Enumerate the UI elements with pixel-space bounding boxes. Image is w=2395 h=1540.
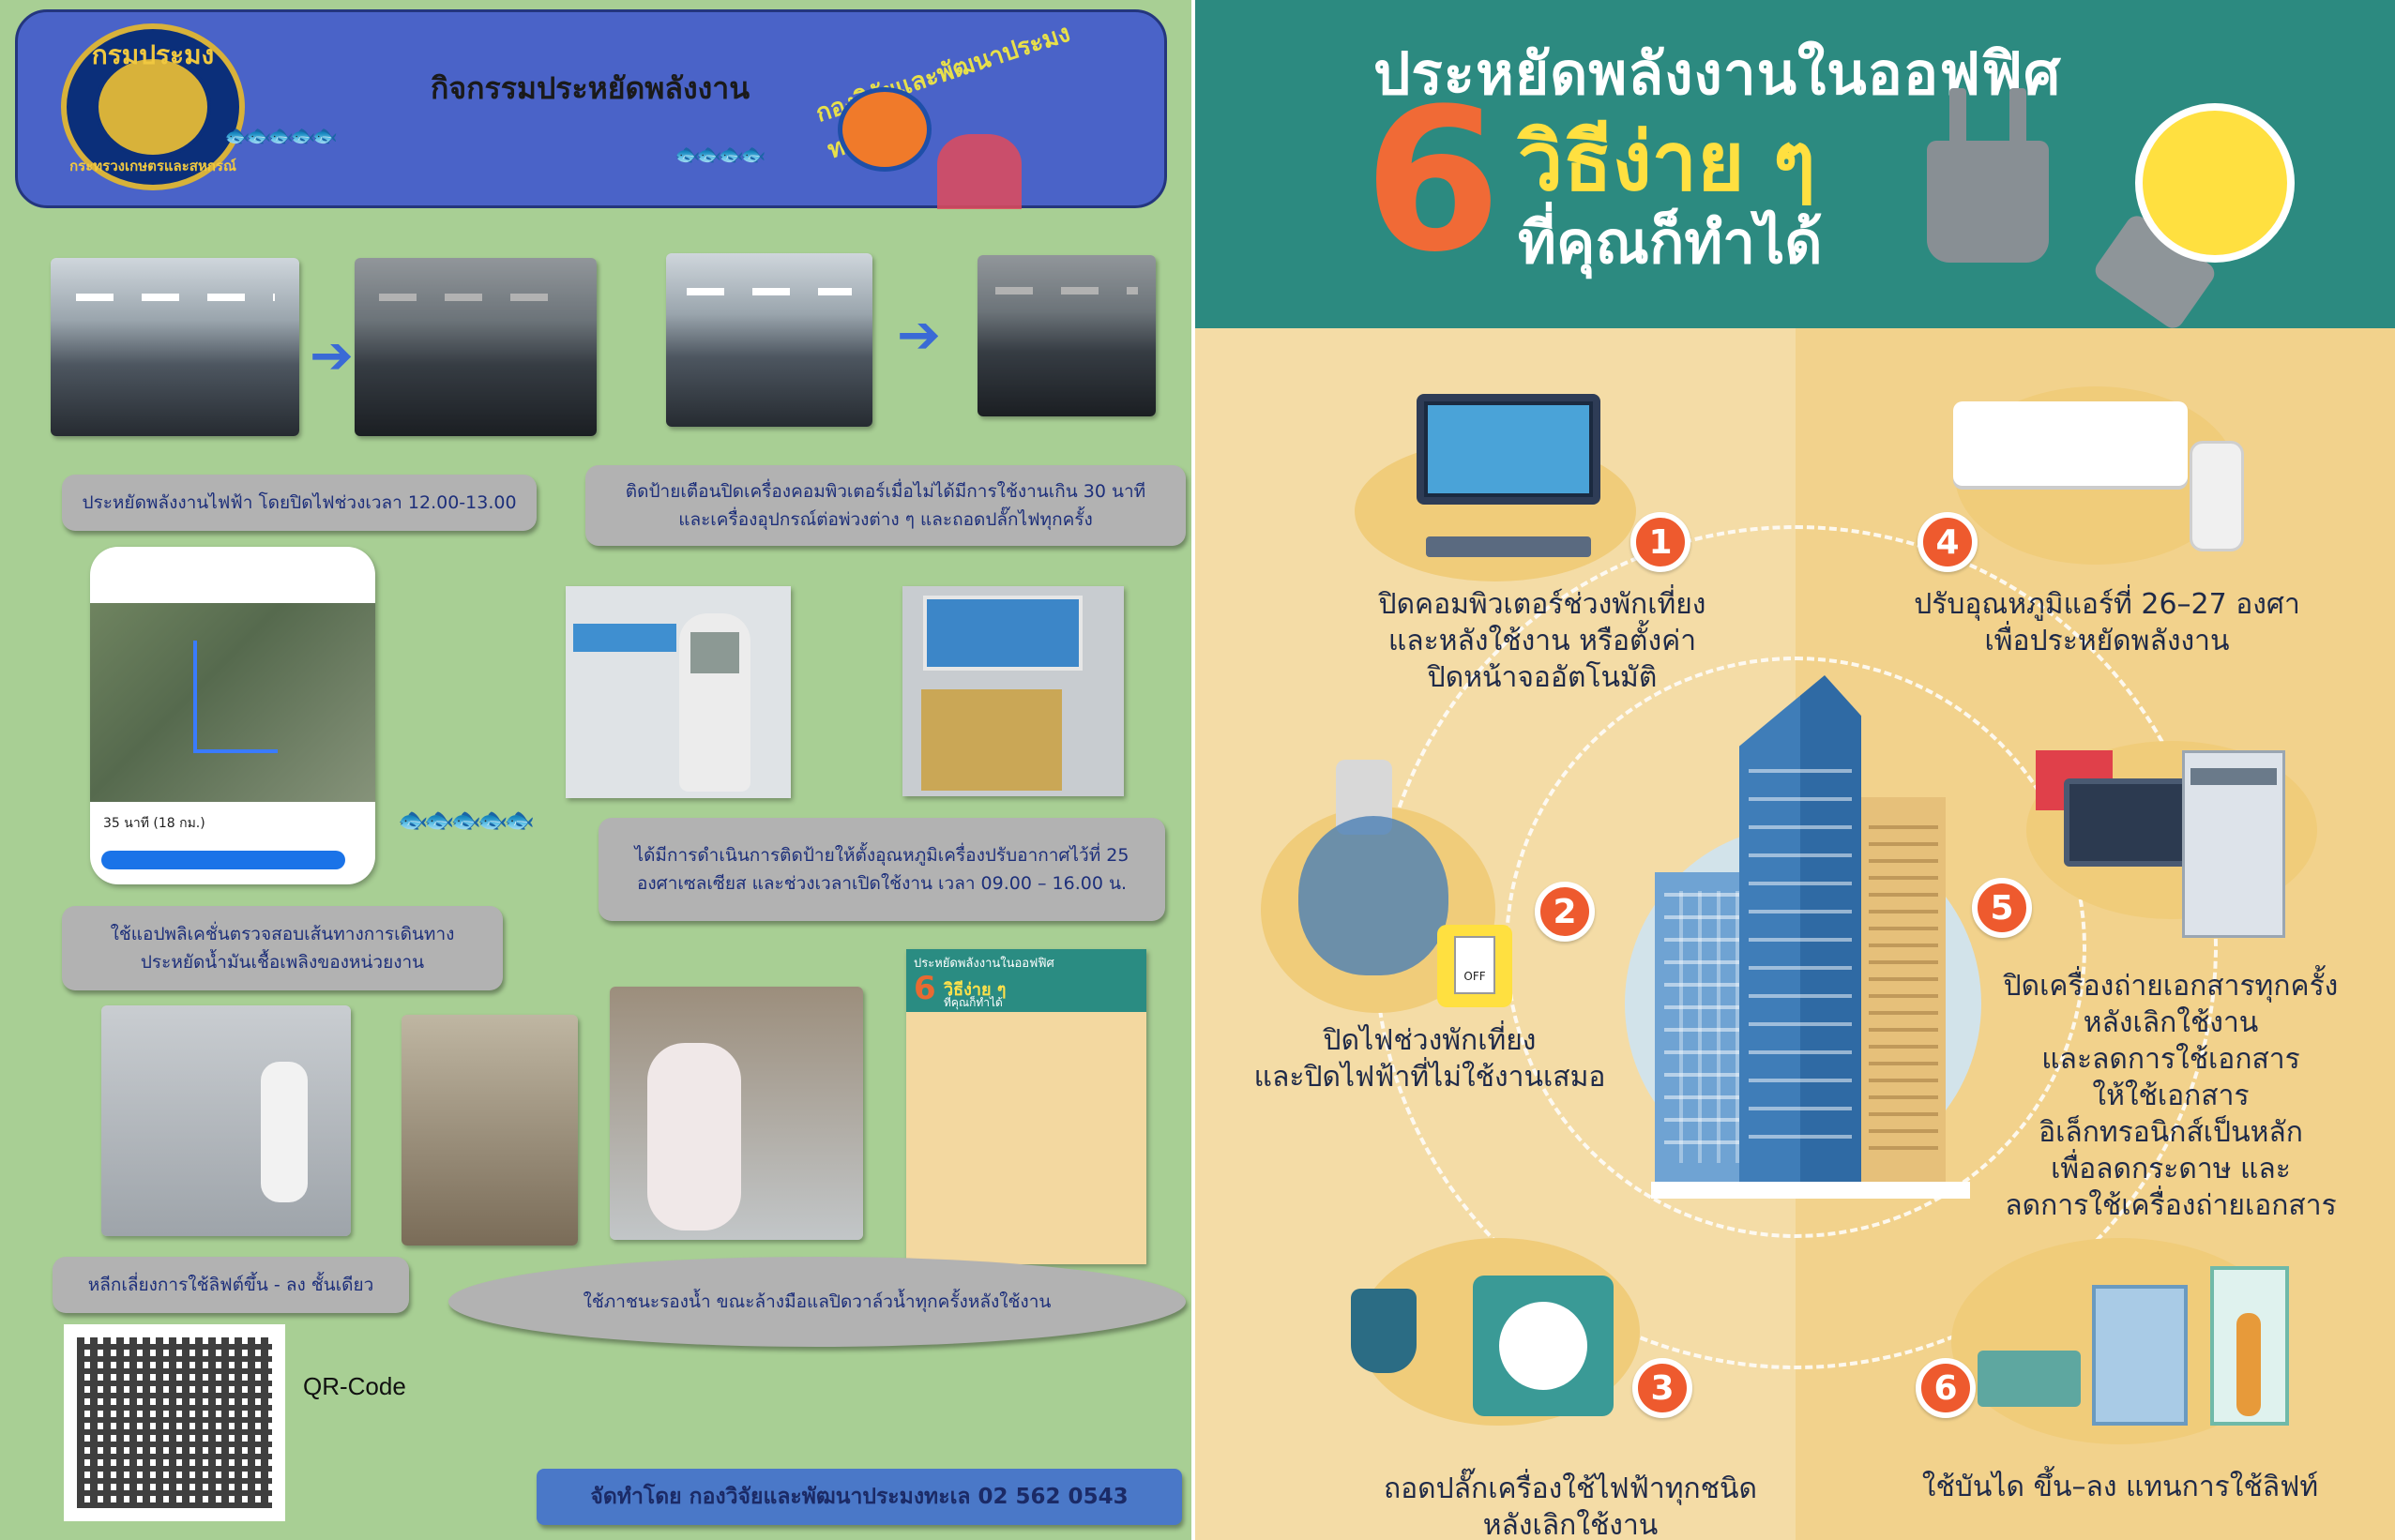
infographic-subtitle-2: ที่คุณก็ทำได้	[1518, 208, 1823, 277]
temperature-sign	[573, 624, 676, 652]
skyscraper-windows	[1749, 769, 1852, 1163]
coral-icon	[937, 134, 1022, 209]
mini-poster-subtitle-2: ที่คุณก็ทำได้	[944, 996, 1003, 1009]
tip-1-number: 1	[1630, 512, 1690, 572]
ac-remote-icon	[2190, 441, 2244, 551]
reception-desk-icon	[1978, 1351, 2081, 1407]
mini-infographic-poster: ประหยัดพลังงานในออฟฟิศ 6 วิธีง่าย ๆ ที่ค…	[906, 949, 1146, 1264]
energy-saving-activity-poster: กรมประมง กระทรวงเกษตรและสหกรณ์ 🐟🐟🐟🐟🐟 🐟🐟🐟…	[0, 0, 1191, 1540]
handwashing-sink-photo	[610, 987, 863, 1240]
tip-2-text: ปิดไฟช่วงพักเที่ยง และปิดไฟฟ้าที่ไม่ใช้ง…	[1253, 1024, 1606, 1094]
tip-6-number: 6	[1916, 1358, 1976, 1418]
seal-bottom-text: กระทรวงเกษตรและสหกรณ์	[69, 158, 236, 174]
light-bulb-icon	[2135, 103, 2295, 263]
tip-3-text: ถอดปลั๊กเครื่องใช้ไฟฟ้าทุกชนิด หลังเลิกใ…	[1383, 1472, 1758, 1540]
office-lights-off-photo	[355, 258, 597, 436]
monitor-screen	[1428, 405, 1589, 493]
route-time: 35 นาที (18 กม.)	[103, 816, 205, 831]
caption-computer-shutdown: ติดป้ายเตือนปิดเครื่องคอมพิวเตอร์เมื่อไม…	[585, 465, 1186, 546]
mini-poster-subtitle: วิธีง่าย ๆ	[944, 980, 1007, 1000]
office-lights-on-photo	[51, 258, 299, 436]
building-left-windows	[1664, 891, 1749, 1163]
fish-school-icon: 🐟🐟🐟🐟	[675, 143, 766, 167]
right-arrow-icon: ➔	[897, 305, 941, 366]
tip-1-text: ปิดคอมพิวเตอร์ช่วงพักเที่ยง และหลังใช้งา…	[1378, 588, 1706, 694]
photocopier-icon	[2182, 750, 2285, 938]
wall-thermostat	[921, 689, 1062, 791]
department-of-fisheries-seal: กรมประมง กระทรวงเกษตรและสหกรณ์	[61, 23, 245, 190]
infographic-title: ประหยัดพลังงานในออฟฟิศ	[1373, 39, 2062, 108]
mini-poster-title: ประหยัดพลังงานในออฟฟิศ	[914, 957, 1054, 971]
walking-person-icon	[2236, 1313, 2261, 1416]
caption-lights-off: ประหยัดพลังงานไฟฟ้า โดยปิดไฟช่วงเวลา 12.…	[62, 475, 537, 531]
building-right	[1861, 797, 1946, 1182]
switch-label: OFF	[1454, 936, 1495, 994]
qr-code[interactable]	[64, 1324, 285, 1521]
building-base	[1651, 1182, 1970, 1199]
electric-plug-icon	[1351, 1289, 1417, 1373]
tip-5-text: ปิดเครื่องถ่ายเอกสารทุกครั้ง หลังเลิกใช้…	[2003, 970, 2339, 1222]
fish-school-icon: 🐟🐟🐟🐟🐟	[224, 125, 338, 148]
poster-header: กรมประมง กระทรวงเกษตรและสหกรณ์ 🐟🐟🐟🐟🐟 🐟🐟🐟…	[15, 9, 1167, 209]
elevator-door-icon	[2092, 1285, 2188, 1426]
route-line	[193, 641, 278, 753]
fish-school-icon: 🐟🐟🐟🐟🐟	[398, 807, 535, 835]
building-right-windows	[1869, 816, 1938, 1163]
mini-poster-six: 6	[914, 970, 936, 1007]
remote-screen	[690, 632, 739, 673]
office-energy-infographic: ประหยัดพลังงานในออฟฟิศ 6 วิธีง่าย ๆ ที่ค…	[1195, 0, 2395, 1540]
desk-computer-off-photo	[978, 255, 1156, 416]
socket-face	[1499, 1302, 1587, 1390]
power-socket-icon	[1473, 1276, 1614, 1416]
tip-3-number: 3	[1632, 1358, 1692, 1418]
tip-5-number: 5	[1972, 878, 2032, 938]
qr-code-label: QR-Code	[303, 1372, 406, 1400]
aircon-remote-photo	[566, 586, 791, 798]
tip-2-number: 2	[1535, 882, 1595, 942]
qr-code-pattern	[77, 1337, 272, 1508]
marine-fisheries-division-logo: กองวิจัยและพัฒนาประมงทะเล	[796, 20, 1115, 219]
aircon-notice-photo	[902, 586, 1124, 796]
caption-aircon-setting: ได้มีการดำเนินการติดป้ายให้ตั้งอุณหภูมิเ…	[599, 818, 1165, 921]
seal-top-text: กรมประมง	[91, 39, 215, 70]
water-valve-photo	[402, 1015, 578, 1246]
map-view	[90, 603, 375, 802]
caption-route-app: ใช้แอปพลิเคชั่นตรวจสอบเส้นทางการเดินทาง …	[62, 906, 503, 990]
tip-6-text: ใช้บันได ขึ้น–ลง แทนการใช้ลิฟท์	[1921, 1471, 2319, 1503]
poster-title: กิจกรรมประหยัดพลังงาน	[431, 70, 750, 106]
light-switch-icon: OFF	[1437, 925, 1512, 1007]
keyboard-icon	[1426, 536, 1591, 557]
right-arrow-icon: ➔	[310, 325, 354, 386]
infographic-subtitle: วิธีง่าย ๆ	[1518, 115, 1816, 209]
stairs-walking-photo	[101, 1005, 351, 1236]
start-navigation-button	[101, 851, 345, 869]
navigation-app-screenshot: 35 นาที (18 กม.)	[90, 547, 375, 884]
person-figure	[647, 1043, 741, 1230]
infographic-number-six: 6	[1364, 66, 1502, 295]
caption-avoid-elevator: หลีกเลี่ยงการใช้ลิฟต์ขึ้น - ลง ชั้นเดียว	[53, 1257, 409, 1313]
plug-icon	[1927, 88, 2049, 263]
air-conditioner-icon	[1953, 401, 2188, 486]
manta-ray-icon	[838, 87, 932, 172]
remote-control-icon	[679, 613, 750, 792]
computer-monitor-icon	[1417, 394, 1600, 505]
tip-4-number: 4	[1918, 512, 1978, 572]
footer-credit: จัดทำโดย กองวิจัยและพัฒนาประมงทะเล 02 56…	[537, 1469, 1182, 1525]
desk-computer-on-photo	[666, 253, 872, 427]
tip-4-text: ปรับอุณหภูมิแอร์ที่ 26–27 องศา เพื่อประห…	[1914, 588, 2300, 657]
seal-emblem-icon	[95, 55, 211, 159]
notice-board	[923, 596, 1083, 671]
person-figure	[261, 1062, 308, 1202]
caption-water-saving: ใช้ภาชนะรองน้ำ ขณะล้างมือแลปิดวาล์วน้ำทุ…	[448, 1257, 1186, 1347]
light-bulb-icon	[1298, 816, 1448, 975]
